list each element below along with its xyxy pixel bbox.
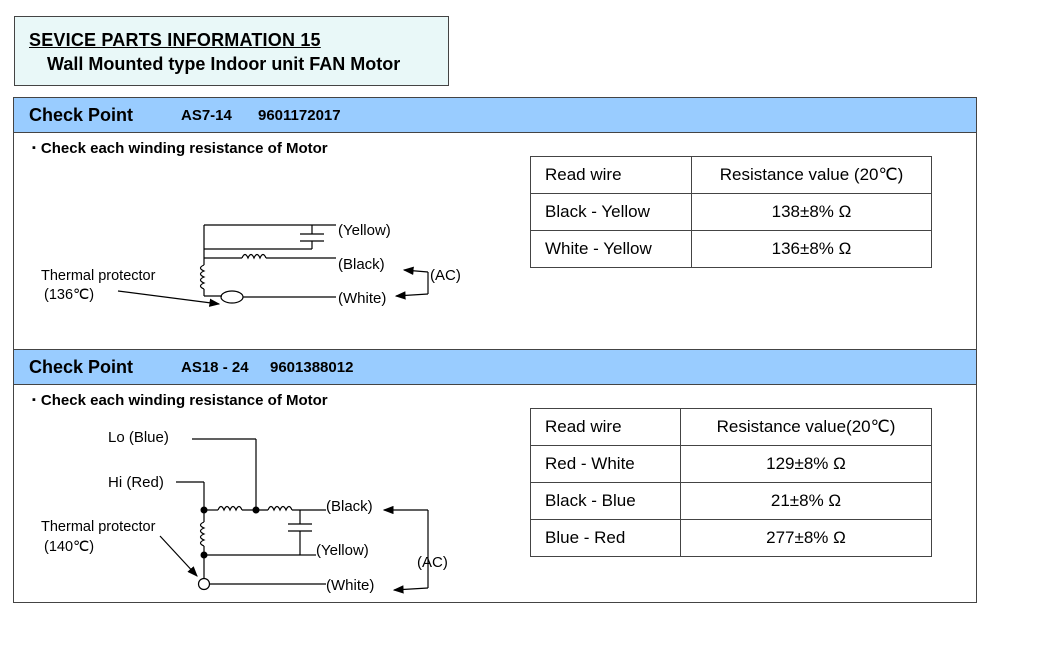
table-row: Black - Blue 21±8% Ω xyxy=(530,482,932,520)
table-cell: 136±8% Ω xyxy=(691,230,932,268)
resistance-table-2: Read wire Resistance value(20℃) Red - Wh… xyxy=(530,408,932,557)
title-box: SEVICE PARTS INFORMATION 15 Wall Mounted… xyxy=(14,16,449,86)
wire-label-white: (White) xyxy=(326,577,374,594)
check-point-section-2: Check Point AS18 - 24 9601388012 Check e… xyxy=(13,349,977,603)
section-header: Check Point AS18 - 24 9601388012 xyxy=(14,350,976,385)
table-cell: White - Yellow xyxy=(530,230,692,268)
part-code: 9601388012 xyxy=(270,359,354,376)
table-cell: Black - Blue xyxy=(530,482,681,520)
table-cell: 21±8% Ω xyxy=(680,482,932,520)
check-point-section-1: Check Point AS7-14 9601172017 Check each… xyxy=(13,97,977,350)
model-range: AS18 - 24 xyxy=(181,359,249,376)
table-cell: 129±8% Ω xyxy=(680,445,932,483)
table-cell: 277±8% Ω xyxy=(680,519,932,557)
ac-label: (AC) xyxy=(430,267,461,284)
table-cell: Blue - Red xyxy=(530,519,681,557)
thermal-protector-label: Thermal protector xyxy=(41,519,156,535)
table-header-cell: Resistance value (20℃) xyxy=(691,156,932,194)
section-header: Check Point AS7-14 9601172017 xyxy=(14,98,976,133)
resistance-table-1: Read wire Resistance value (20℃) Black -… xyxy=(530,156,932,268)
page-title: SEVICE PARTS INFORMATION 15 xyxy=(29,30,321,50)
wire-label-white: (White) xyxy=(338,290,386,307)
check-note: Check each winding resistance of Motor xyxy=(32,392,328,409)
wiring-diagram-2: Lo (Blue) Hi (Red) (Black) (Yellow) (Whi… xyxy=(41,429,448,594)
wire-label-yellow: (Yellow) xyxy=(316,542,369,559)
thermal-protector-temp: (140℃) xyxy=(44,539,94,555)
table-cell: Red - White xyxy=(530,445,681,483)
table-row: Black - Yellow 138±8% Ω xyxy=(530,193,932,231)
part-code: 9601172017 xyxy=(258,107,341,124)
table-header-row: Read wire Resistance value (20℃) xyxy=(530,156,932,194)
table-cell: Black - Yellow xyxy=(530,193,692,231)
ac-label: (AC) xyxy=(417,554,448,571)
table-header-cell: Read wire xyxy=(530,156,692,194)
table-header-cell: Read wire xyxy=(530,408,681,446)
wire-label-yellow: (Yellow) xyxy=(338,222,391,239)
table-row: Red - White 129±8% Ω xyxy=(530,445,932,483)
wire-label-hi-red: Hi (Red) xyxy=(108,474,164,491)
table-header-cell: Resistance value(20℃) xyxy=(680,408,932,446)
wiring-diagram-1: (Yellow) (Black) (White) (AC) Thermal pr… xyxy=(41,222,461,307)
wire-label-black: (Black) xyxy=(338,256,385,273)
thermal-protector-label: Thermal protector xyxy=(41,268,156,284)
table-row: White - Yellow 136±8% Ω xyxy=(530,230,932,268)
model-range: AS7-14 xyxy=(181,107,232,124)
wire-label-lo-blue: Lo (Blue) xyxy=(108,429,169,446)
thermal-protector-temp: (136℃) xyxy=(44,287,94,303)
check-note: Check each winding resistance of Motor xyxy=(32,140,328,157)
table-row: Blue - Red 277±8% Ω xyxy=(530,519,932,557)
wire-label-black: (Black) xyxy=(326,498,373,515)
check-point-label: Check Point xyxy=(29,357,134,377)
check-point-label: Check Point xyxy=(29,105,134,125)
table-cell: 138±8% Ω xyxy=(691,193,932,231)
table-header-row: Read wire Resistance value(20℃) xyxy=(530,408,932,446)
page-subtitle: Wall Mounted type Indoor unit FAN Motor xyxy=(47,54,401,74)
